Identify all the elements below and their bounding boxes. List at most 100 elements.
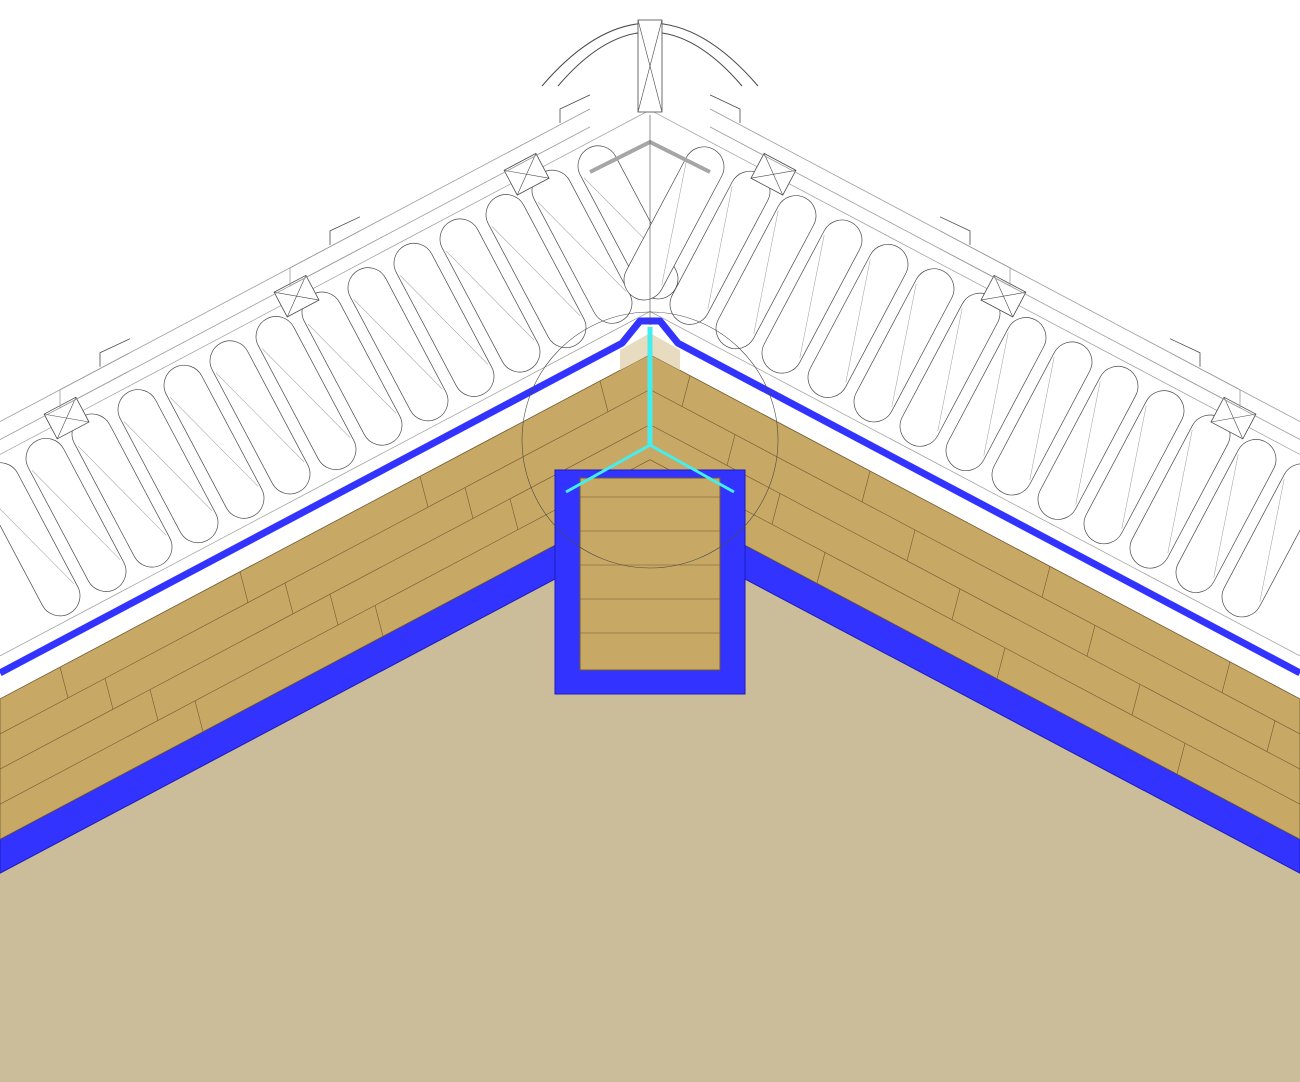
deck-board-seam xyxy=(649,459,1300,805)
insulation-batt xyxy=(1037,365,1139,520)
batt-hatch xyxy=(1213,454,1239,578)
deck-board-butt-joint xyxy=(951,588,961,620)
deck-board-butt-joint xyxy=(599,380,609,412)
deck-board-butt-joint xyxy=(329,594,339,626)
ridge-beam xyxy=(579,477,721,671)
deck-board-butt-joint xyxy=(194,700,204,732)
ridge-batten-cross xyxy=(637,19,663,113)
batten-cross xyxy=(1210,413,1256,423)
insulation-batt xyxy=(485,194,587,349)
batt-hatch xyxy=(307,323,397,414)
roof-tile xyxy=(289,108,591,287)
batt-hatch xyxy=(753,210,779,334)
batt-hatch xyxy=(845,259,871,383)
insulation-batt xyxy=(255,316,357,470)
batten-cross xyxy=(516,153,537,196)
insulation-batt xyxy=(439,218,541,373)
batten-cross xyxy=(56,397,77,439)
batt-hatch xyxy=(491,226,581,316)
insulation-batt xyxy=(209,340,311,495)
batten xyxy=(750,152,797,196)
batten-cross xyxy=(286,275,307,318)
interior-cladding xyxy=(0,528,1300,1082)
deck-board-butt-joint xyxy=(239,571,249,603)
deck-board-butt-joint xyxy=(1176,743,1186,775)
deck-board-butt-joint xyxy=(996,647,1006,679)
deck-board-butt-joint xyxy=(906,529,916,561)
insulation-batt xyxy=(623,146,725,301)
batt-hatch xyxy=(353,299,443,390)
batt-hatch xyxy=(1121,405,1147,529)
batten-cross xyxy=(750,170,796,179)
deck-board-butt-joint xyxy=(464,487,474,519)
insulation-batt xyxy=(1221,463,1300,618)
insulation-batt xyxy=(945,317,1047,471)
deck-board-butt-joint xyxy=(104,678,114,710)
ridge-right-joint xyxy=(649,443,735,494)
deck-board-butt-joint xyxy=(816,552,826,584)
insulation-batt xyxy=(853,268,955,423)
deck-board-butt-joint xyxy=(374,605,384,637)
batt-hatch xyxy=(537,201,627,292)
deck-board-butt-joint xyxy=(1086,625,1096,657)
deck-board-butt-joint xyxy=(1131,684,1141,716)
batt-hatch xyxy=(1075,381,1101,505)
deck-board-seam xyxy=(0,424,651,770)
ridge-cap-tile xyxy=(541,19,759,113)
batt-hatch xyxy=(661,161,687,285)
batt-hatch xyxy=(707,186,733,310)
batten xyxy=(503,152,550,196)
roof-tile xyxy=(939,230,1241,409)
deck-board-butt-joint xyxy=(726,434,736,466)
deck-board-butt-joint xyxy=(771,493,781,525)
deck-board-butt-joint xyxy=(284,582,294,614)
deck-board-seam xyxy=(649,424,1300,770)
deck-board-butt-joint xyxy=(149,689,159,721)
insulation-batts xyxy=(0,109,1300,657)
batt-hatch xyxy=(937,308,963,432)
batt-hatch xyxy=(31,470,121,560)
deck-board-lines xyxy=(0,375,1300,805)
insulation-batt xyxy=(347,267,449,422)
tile-nib xyxy=(709,94,741,123)
deck-board-butt-joint xyxy=(509,498,519,530)
insulation-batt xyxy=(991,341,1093,496)
deck-board-butt-joint xyxy=(1266,720,1276,752)
batt-hatch xyxy=(261,348,351,438)
batt-hatch xyxy=(169,397,259,487)
deck-board-seam xyxy=(0,459,651,805)
deck-board-butt-joint xyxy=(1221,661,1231,693)
insulation-batt xyxy=(25,438,127,592)
batt-hatch xyxy=(983,332,1009,456)
deck-board-butt-joint xyxy=(681,375,691,407)
insulation-batt xyxy=(163,364,265,519)
batten-cross xyxy=(980,291,1026,301)
deck-board-seam xyxy=(0,389,651,735)
insulation-batt xyxy=(761,219,863,374)
tile-nib xyxy=(329,216,361,245)
batt-hatch xyxy=(123,421,213,511)
insulation-batt xyxy=(393,242,495,397)
deck-board-butt-joint xyxy=(419,476,429,508)
deck-board-butt-joint xyxy=(59,667,69,699)
ridge-left-joint xyxy=(565,443,651,494)
batt-hatch xyxy=(1259,478,1285,602)
insulation-batt xyxy=(715,195,817,350)
joint-highlight-lines xyxy=(565,327,735,494)
batt-hatch xyxy=(215,372,305,463)
tile-nib xyxy=(1169,338,1201,367)
ridge-beam-lamination-lines xyxy=(580,496,720,634)
batt-hatch xyxy=(399,275,489,365)
insulation-batt xyxy=(1083,390,1185,545)
roof-tile xyxy=(59,230,361,409)
tile-nib xyxy=(559,94,591,123)
insulation-batt xyxy=(117,389,219,544)
batt-hatch xyxy=(77,445,167,536)
batt-hatch xyxy=(1167,430,1193,554)
deck-board-seam xyxy=(649,389,1300,735)
tile-nib xyxy=(939,216,971,245)
deck-board-butt-joint xyxy=(1041,566,1051,598)
insulation-batt xyxy=(1175,439,1277,593)
batt-hatch xyxy=(1029,356,1055,480)
